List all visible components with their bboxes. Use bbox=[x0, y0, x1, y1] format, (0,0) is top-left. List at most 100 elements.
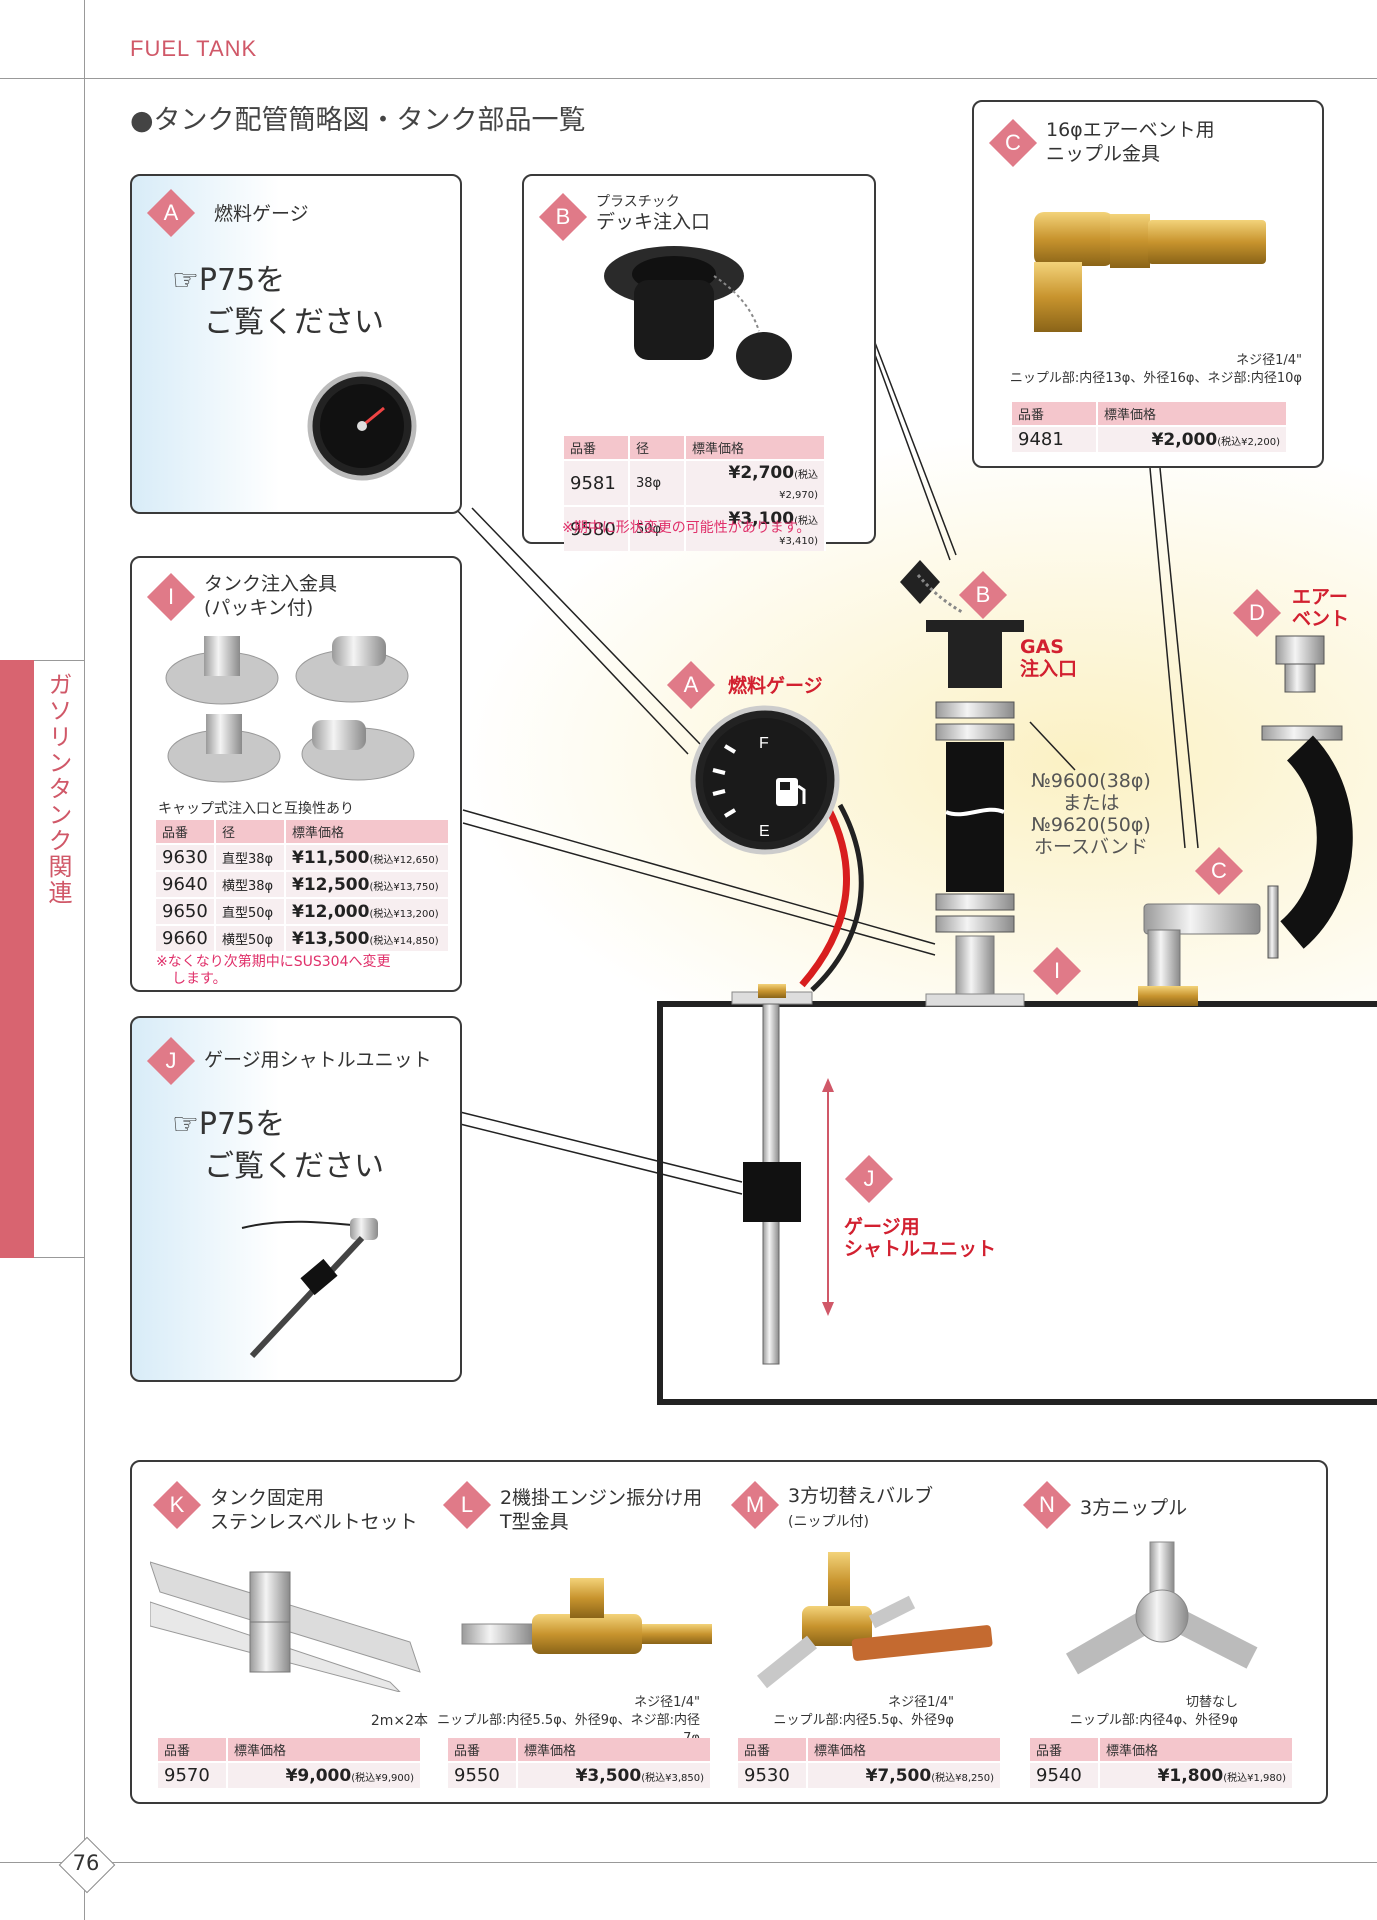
col-size: 径 bbox=[629, 436, 686, 460]
diagram-badge-c: C bbox=[1194, 846, 1244, 896]
price: ¥7,500 bbox=[865, 1765, 932, 1786]
gas-line-2: 注入口 bbox=[1020, 658, 1078, 680]
cell-price: ¥11,500(税込¥12,650) bbox=[285, 843, 450, 871]
part-n-caption: 切替なし ニップル部:内径4φ、外径9φ bbox=[1012, 1694, 1238, 1730]
box-i-price-table: 品番 径 標準価格 9630 直型38φ ¥11,500(税込¥12,650) … bbox=[156, 820, 450, 951]
box-i-note-2: します。 bbox=[172, 971, 227, 987]
table-row: 9640 横型38φ ¥12,500(税込¥13,750) bbox=[156, 870, 450, 898]
tax: (税込¥14,850) bbox=[369, 935, 439, 947]
box-b-price-table: 品番 径 標準価格 9581 38φ ¥2,700(税込¥2,970) 9580… bbox=[564, 436, 826, 551]
col-price: 標準価格 bbox=[807, 1738, 1002, 1762]
diagram-label-fuel-gauge: 燃料ゲージ bbox=[728, 675, 823, 697]
part-m-caption: ネジ径1/4" ニップル部:内径5.5φ、外径9φ bbox=[726, 1694, 954, 1730]
cell-code: 9570 bbox=[158, 1761, 228, 1788]
col-price: 標準価格 bbox=[1099, 1738, 1294, 1762]
tax: (税込¥8,250) bbox=[931, 1772, 994, 1784]
box-a-see-page: ☞P75を ご覧ください bbox=[172, 260, 384, 344]
col-code: 品番 bbox=[1012, 402, 1098, 426]
table-header: 品番 標準価格 bbox=[1030, 1738, 1294, 1762]
band-line-4: ホースバンド bbox=[1033, 836, 1148, 858]
gauge-rod bbox=[731, 984, 834, 1365]
tax: (税込¥13,750) bbox=[369, 881, 439, 893]
cell-code: 9581 bbox=[564, 459, 630, 506]
part-m-title-2: (ニップル付) bbox=[788, 1514, 869, 1530]
part-n-caption-1: 切替なし bbox=[1185, 1695, 1238, 1710]
table-header: 品番 標準価格 bbox=[1012, 402, 1288, 426]
col-price: 標準価格 bbox=[685, 436, 826, 460]
air-line-1: エアー bbox=[1292, 586, 1348, 608]
side-tab-bar bbox=[0, 660, 34, 1258]
diagram-badge-a: A bbox=[666, 660, 716, 710]
col-code: 品番 bbox=[156, 820, 216, 844]
cell-price: ¥12,000(税込¥13,200) bbox=[285, 897, 450, 925]
table-row: 9570 ¥9,000(税込¥9,900) bbox=[158, 1761, 422, 1788]
price: ¥12,500 bbox=[292, 874, 370, 895]
box-i-badge: I bbox=[146, 572, 196, 622]
part-n-badge: N bbox=[1022, 1480, 1072, 1530]
see-page-line-1: ☞P75を bbox=[172, 263, 286, 298]
box-i-filler-photo bbox=[165, 636, 415, 783]
box-b-note: ※期中に形状変更の可能性があります。 bbox=[562, 520, 811, 536]
price: ¥13,500 bbox=[292, 928, 370, 949]
table-header: 品番 径 標準価格 bbox=[156, 820, 450, 844]
cell-code: 9530 bbox=[738, 1761, 808, 1788]
box-a-fuel-gauge: A 燃料ゲージ ☞P75を ご覧ください bbox=[130, 174, 462, 514]
side-tab-label: ガソリンタンク関連 bbox=[44, 672, 72, 906]
box-c-badge: C bbox=[988, 118, 1038, 168]
table-row: 9581 38φ ¥2,700(税込¥2,970) bbox=[564, 459, 826, 506]
box-b-filler-photo bbox=[604, 246, 792, 380]
part-k-title-2: ステンレスベルトセット bbox=[210, 1511, 418, 1533]
cell-code: 9550 bbox=[448, 1761, 518, 1788]
box-c-title-1: 16φエアーベント用 bbox=[1046, 119, 1215, 141]
table-row: 9660 横型50φ ¥13,500(税込¥14,850) bbox=[156, 924, 450, 951]
filler-pipe-illustration bbox=[900, 560, 1025, 1007]
table-row: 9550 ¥3,500(税込¥3,850) bbox=[448, 1761, 712, 1788]
box-b-subtitle: プラスチック bbox=[596, 194, 680, 210]
cell-price: ¥7,500(税込¥8,250) bbox=[807, 1761, 1002, 1788]
col-price: 標準価格 bbox=[227, 1738, 422, 1762]
box-c-price-table: 品番 標準価格 9481 ¥2,000(税込¥2,200) bbox=[1012, 402, 1288, 452]
col-code: 品番 bbox=[158, 1738, 228, 1762]
tax: (税込¥3,850) bbox=[641, 1772, 704, 1784]
see-page-line-2: ご覧ください bbox=[204, 305, 384, 340]
tax: (税込¥13,200) bbox=[369, 908, 439, 920]
diagram-badge-b: B bbox=[958, 570, 1008, 620]
box-i-title-2: (パッキン付) bbox=[204, 597, 314, 619]
box-a-gauge-photo bbox=[307, 371, 417, 481]
cell-code: 9580 bbox=[564, 505, 630, 551]
cell-price: ¥13,500(税込¥14,850) bbox=[285, 924, 450, 951]
box-c-caption-1: ネジ径1/4" bbox=[1236, 353, 1302, 368]
section-title: ●タンク配管簡略図・タンク部品一覧 bbox=[130, 105, 586, 136]
gas-line-1: GAS bbox=[1020, 636, 1064, 658]
price: ¥1,800 bbox=[1157, 1765, 1224, 1786]
table-row: 9530 ¥7,500(税込¥8,250) bbox=[738, 1761, 1002, 1788]
diagram-badge-i: I bbox=[1032, 946, 1082, 996]
cell-code: 9650 bbox=[156, 897, 216, 925]
table-row: 9580 50φ ¥3,100(税込¥3,410) bbox=[564, 505, 826, 551]
left-margin-line bbox=[84, 0, 85, 1920]
part-k-price-table: 品番 標準価格 9570 ¥9,000(税込¥9,900) bbox=[158, 1738, 422, 1788]
part-m-caption-1: ネジ径1/4" bbox=[888, 1695, 954, 1710]
diagram-label-air-vent: エアーベント bbox=[1292, 586, 1349, 630]
tax: (税込¥1,980) bbox=[1223, 1772, 1286, 1784]
col-code: 品番 bbox=[564, 436, 630, 460]
cell-code: 9660 bbox=[156, 924, 216, 951]
part-n-caption-2: ニップル部:内径4φ、外径9φ bbox=[1069, 1713, 1238, 1728]
part-l-price-table: 品番 標準価格 9550 ¥3,500(税込¥3,850) bbox=[448, 1738, 712, 1788]
box-i-title: タンク注入金具 (パッキン付) bbox=[204, 572, 337, 620]
price: ¥3,100 bbox=[728, 509, 795, 529]
part-k-title: タンク固定用 ステンレスベルトセット bbox=[210, 1486, 418, 1534]
part-k-badge: K bbox=[152, 1480, 202, 1530]
cell-size: 50φ bbox=[629, 505, 686, 551]
fuel-gauge-illustration bbox=[690, 705, 864, 992]
diagram-badge-d: D bbox=[1232, 588, 1282, 638]
part-l-title: 2機掛エンジン振分け用 T型金具 bbox=[500, 1486, 702, 1534]
page-number-text: 76 bbox=[72, 1851, 100, 1875]
shuttle-float bbox=[743, 1162, 801, 1222]
box-b-badge: B bbox=[538, 192, 588, 242]
table-row: 9650 直型50φ ¥12,000(税込¥13,200) bbox=[156, 897, 450, 925]
bottom-parts-box: K タンク固定用 ステンレスベルトセット 2m×2本 品番 標準価格 9570 … bbox=[130, 1460, 1328, 1804]
box-b-deck-filler: B プラスチック デッキ注入口 品番 径 標準価格 9581 38φ ¥2,70… bbox=[522, 174, 876, 551]
table-header: 品番 径 標準価格 bbox=[564, 436, 826, 460]
